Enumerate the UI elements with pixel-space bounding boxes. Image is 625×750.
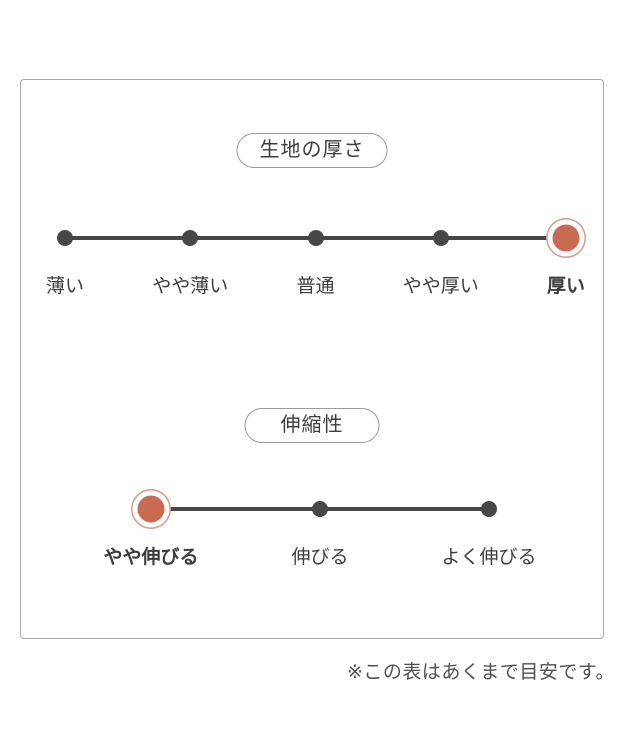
- spec-chart-panel: 生地の厚さ 薄い やや薄い 普通 やや厚い 厚い 伸縮性 やや伸びる 伸びる よく伸びる: [20, 79, 604, 639]
- scale-dot: [307, 230, 324, 246]
- scale-dot: [481, 501, 497, 517]
- stretch-title: 伸縮性: [280, 414, 344, 436]
- scale-dot: [432, 230, 449, 246]
- scale-dot: [182, 230, 199, 246]
- scale-dot-selected: [137, 495, 165, 523]
- thickness-title: 生地の厚さ: [259, 139, 365, 161]
- scale-label: よく伸びる: [441, 547, 537, 568]
- scale-label: 伸びる: [291, 547, 349, 568]
- scale-label: 普通: [296, 276, 335, 297]
- scale-label-selected: 厚い: [546, 276, 586, 297]
- scale-label: 薄い: [45, 276, 85, 297]
- scale-label: やや薄い: [152, 276, 229, 297]
- thickness-title-badge: 生地の厚さ: [236, 133, 388, 168]
- scale-label-selected: やや伸びる: [103, 547, 199, 568]
- disclaimer-note: ※この表はあくまで目安です。: [346, 662, 615, 683]
- scale-dot-selected: [552, 224, 580, 252]
- scale-dot: [312, 501, 328, 517]
- scale-label: やや厚い: [402, 276, 479, 297]
- scale-dot: [57, 230, 73, 246]
- stretch-title-badge: 伸縮性: [244, 408, 380, 443]
